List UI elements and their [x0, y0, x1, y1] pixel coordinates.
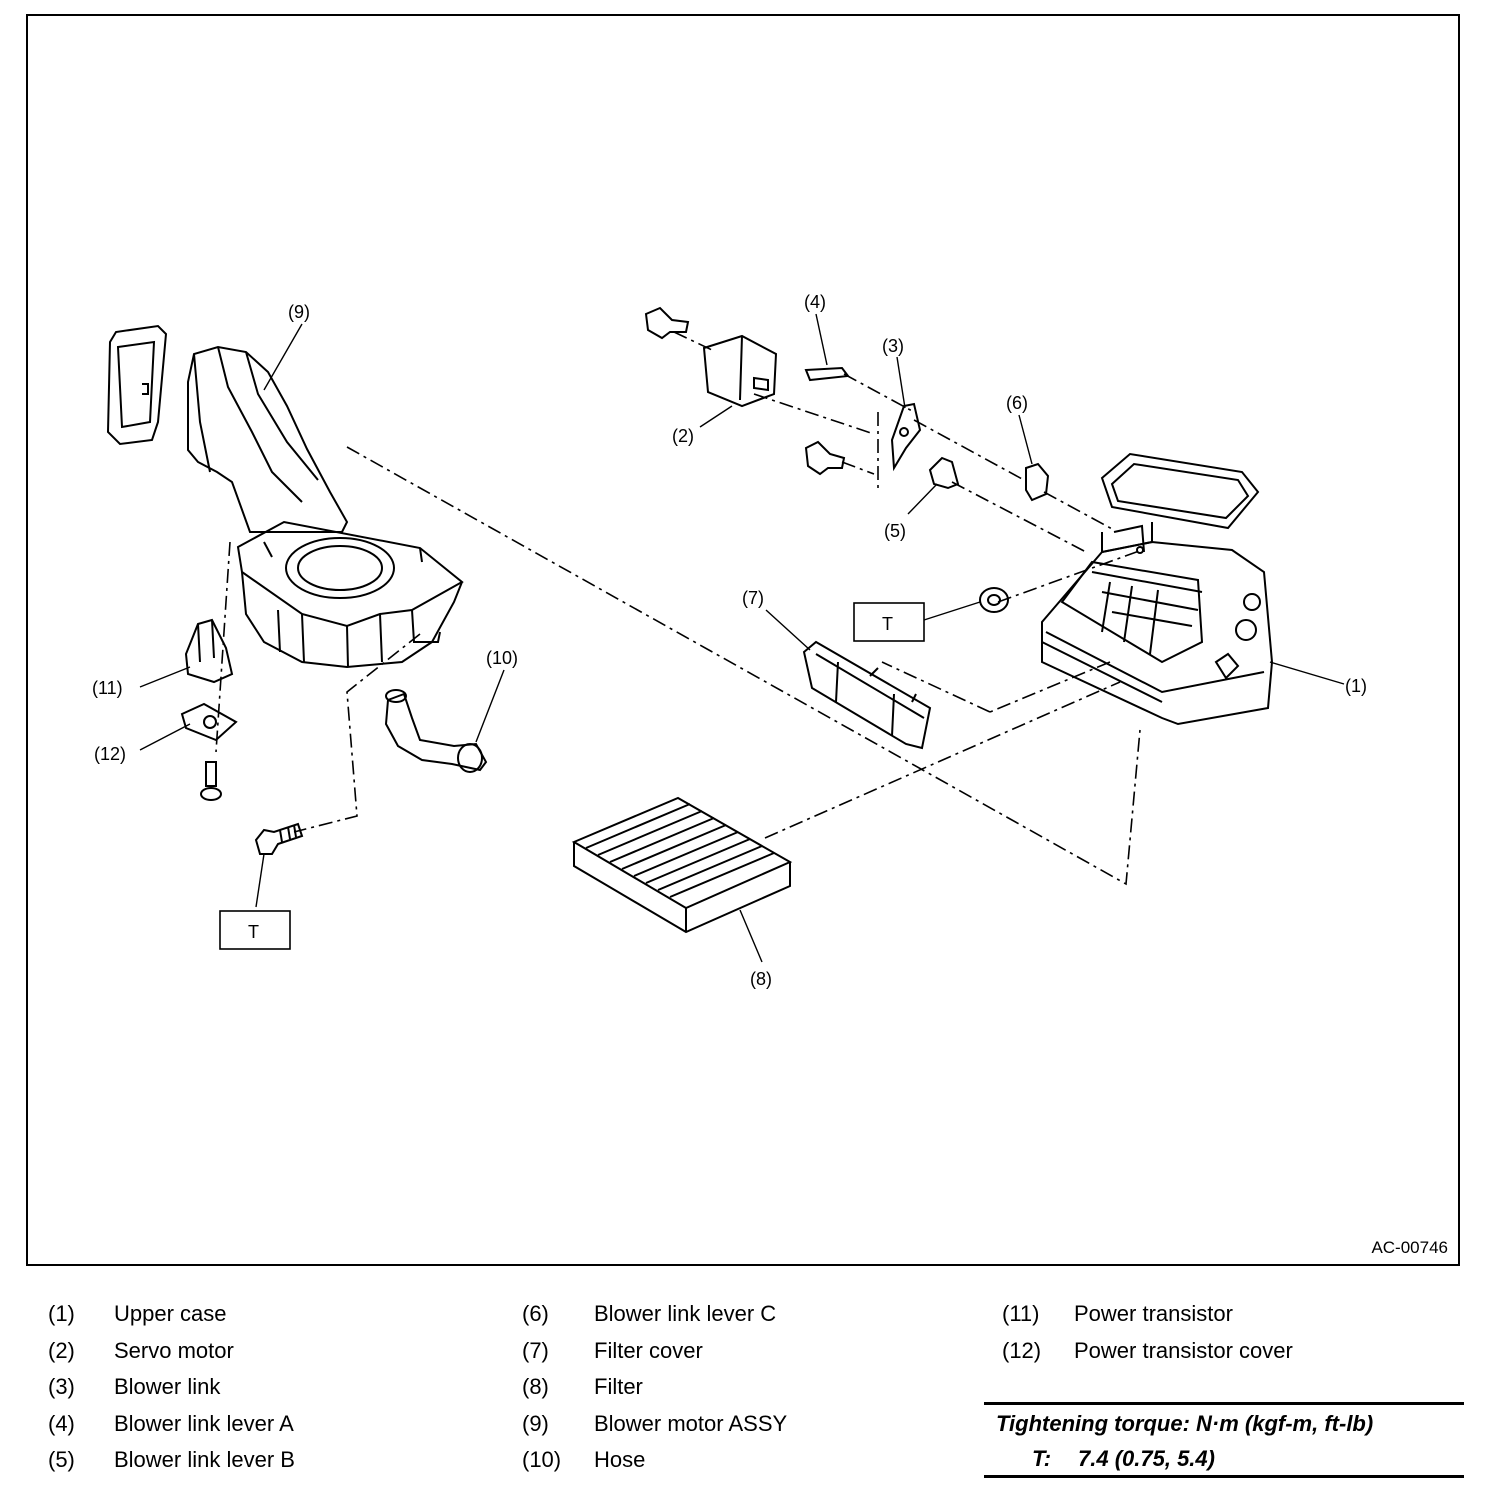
legend-number: (6)	[522, 1301, 549, 1326]
legend-item: (1) Upper case	[48, 1296, 295, 1333]
upper-case-drawing	[979, 452, 1274, 726]
legend-label: Filter	[594, 1374, 643, 1399]
figure-id: AC-00746	[1371, 1238, 1448, 1257]
torque-mark-lower: T	[219, 910, 291, 950]
legend-item: (8) Filter	[522, 1369, 787, 1406]
torque-symbol: T:	[1032, 1446, 1052, 1471]
legend-number: (10)	[522, 1447, 562, 1472]
callout-labels: (1) (2) (3) (4) (5) (6) (7) (8) (9) (10)…	[92, 292, 1367, 989]
torque-mark-lower-label: T	[248, 922, 259, 942]
callout-2: (2)	[672, 426, 694, 446]
legend-item: (11) Power transistor	[1002, 1296, 1293, 1333]
legend-label: Upper case	[114, 1301, 227, 1326]
legend-number: (9)	[522, 1410, 549, 1436]
callout-5: (5)	[884, 521, 906, 541]
callout-10: (10)	[486, 648, 518, 668]
leader-lines	[215, 331, 1143, 886]
torque-title: Tightening torque: N·m (kgf-m, ft-lb)	[996, 1411, 1374, 1436]
legend-item: (3) Blower link	[48, 1369, 295, 1406]
legend-number: (8)	[522, 1374, 549, 1399]
legend-number: (12)	[1002, 1337, 1042, 1363]
legend-item: (6) Blower link lever C	[522, 1296, 787, 1333]
legend-item: (9) Blower motor ASSY	[522, 1406, 787, 1443]
callout-12: (12)	[94, 744, 126, 764]
legend-label: Power transistor	[1074, 1301, 1233, 1326]
filter-drawing	[571, 796, 793, 934]
blower-links-drawing	[804, 366, 1050, 502]
legend-number: (4)	[48, 1410, 75, 1436]
legend-label: Blower link lever C	[594, 1301, 777, 1326]
legend-column-3: (11) Power transistor (12) Power transisto…	[1002, 1296, 1293, 1369]
torque-spec: T: 7.4 (0.75, 5.4)	[1032, 1446, 1215, 1472]
torque-mark-upper-label: T	[882, 614, 893, 634]
legend-item: (2) Servo motor	[48, 1333, 295, 1370]
legend-item: (4) Blower link lever A	[48, 1406, 295, 1443]
legend-number: (5)	[48, 1447, 75, 1472]
callout-8: (8)	[750, 969, 772, 989]
legend-item: (5) Blower link lever B	[48, 1442, 295, 1479]
callout-6: (6)	[1006, 393, 1028, 413]
callout-leaders	[139, 313, 1345, 963]
bolt-and-hose-drawing	[254, 689, 488, 855]
legend-label: Filter cover	[594, 1337, 703, 1363]
legend-number: (7)	[522, 1337, 549, 1363]
legend-item: (10) Hose	[522, 1442, 787, 1479]
legend-number: (11)	[1002, 1301, 1040, 1326]
callout-3: (3)	[882, 336, 904, 356]
torque-value: 7.4 (0.75, 5.4)	[1078, 1446, 1215, 1471]
legend-column-2: (6) Blower link lever C (7) Filter cover (…	[522, 1296, 787, 1479]
legend-item: (7) Filter cover	[522, 1333, 787, 1370]
legend-label: Blower link	[114, 1374, 221, 1399]
callout-1: (1)	[1345, 676, 1367, 696]
callout-4: (4)	[804, 292, 826, 312]
exploded-view-diagram: (1) (2) (3) (4) (5) (6) (7) (8) (9) (10)…	[92, 292, 1367, 989]
callout-11: (11)	[92, 678, 123, 698]
legend-label: Blower link lever A	[114, 1410, 294, 1436]
legend-label: Power transistor cover	[1074, 1337, 1293, 1363]
servo-motor-drawing	[644, 306, 846, 476]
callout-7: (7)	[742, 588, 764, 608]
filter-cover-drawing	[802, 640, 932, 750]
legend-column-1: (1) Upper case (2) Servo motor (3) Blower l…	[48, 1296, 295, 1479]
legend-number: (1)	[48, 1301, 75, 1326]
legend-label: Blower motor ASSY	[594, 1410, 788, 1436]
legend-label: Servo motor	[114, 1337, 234, 1363]
callout-9: (9)	[288, 302, 310, 322]
blower-motor-assy-drawing	[106, 324, 464, 669]
legend-number: (2)	[48, 1337, 75, 1363]
power-transistor-drawing	[180, 618, 238, 801]
tightening-torque-box: Tightening torque: N·m (kgf-m, ft-lb) T:…	[984, 1402, 1464, 1478]
diagram-frame: (1) (2) (3) (4) (5) (6) (7) (8) (9) (10)…	[26, 14, 1460, 1266]
legend-number: (3)	[48, 1374, 75, 1399]
legend-label: Hose	[594, 1447, 646, 1472]
legend-label: Blower link lever B	[114, 1447, 295, 1472]
torque-mark-upper: T	[853, 602, 925, 642]
legend-item: (12) Power transistor cover	[1002, 1333, 1293, 1370]
